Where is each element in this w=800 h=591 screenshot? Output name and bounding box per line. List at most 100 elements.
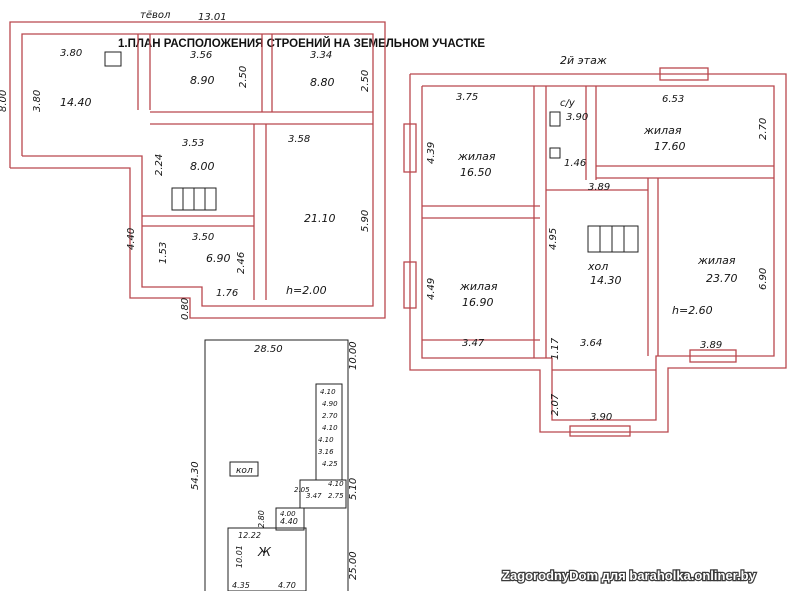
room-dim: 1.76 (216, 288, 238, 299)
room-area: 8.90 (190, 74, 215, 87)
room-dim: 6.90 (758, 268, 769, 290)
site-plot (204, 339, 349, 591)
sink-icon (549, 147, 561, 159)
room-dim: 3.90 (590, 412, 612, 423)
window (569, 425, 631, 437)
room-area: 8.00 (190, 160, 215, 173)
room-height: h=2.00 (286, 284, 327, 297)
plot-house-dim: 12.22 (238, 531, 261, 540)
room-area: 21.10 (304, 212, 336, 225)
outbuilding-dim: 2.75 (328, 492, 344, 500)
plot-dim: 28.50 (254, 344, 283, 355)
room-dim: 2.50 (238, 66, 249, 88)
plot-house (227, 527, 307, 591)
room-area: 17.60 (654, 140, 686, 153)
ground-top-label: тёвол (140, 10, 171, 21)
room-area: 14.40 (60, 96, 92, 109)
room-dim: 3.58 (288, 134, 310, 145)
watermark: ZagorodnyDom для baraholka.onliner.by (502, 568, 757, 583)
room-area: 16.50 (460, 166, 492, 179)
room-area: 6.90 (206, 252, 231, 265)
plot-bottom-dim: 4.70 (278, 581, 296, 590)
room-dim: 4.49 (426, 278, 437, 300)
outbuilding-dim: 4.25 (322, 460, 338, 468)
room-name: жилая (457, 150, 496, 163)
ground-lower-dim: 0.80 (180, 298, 191, 320)
outbuilding-dim: 2.70 (322, 412, 338, 420)
plot-dim: 54.30 (190, 461, 201, 490)
room-height: h=2.60 (672, 304, 713, 317)
room-dim: 3.34 (310, 50, 332, 61)
room-name: жилая (459, 280, 498, 293)
room-dim: 3.56 (190, 50, 212, 61)
second-floor-plan (403, 67, 787, 437)
second-floor-inner-wall (421, 85, 775, 421)
page-title: 1.ПЛАН РАСПОЛОЖЕНИЯ СТРОЕНИЙ НА ЗЕМЕЛЬНО… (118, 37, 485, 50)
room-dim: 3.89 (588, 182, 610, 193)
plot-bottom-dim: 4.35 (232, 581, 250, 590)
window (659, 67, 709, 81)
room-dim: 3.80 (60, 48, 82, 59)
ground-floor-inner-wall (21, 33, 374, 307)
plot-dim: 5.10 (348, 478, 359, 500)
room-dim: 1.17 (550, 337, 561, 360)
ground-top-label: 13.01 (198, 12, 227, 23)
room-name: жилая (697, 254, 736, 267)
outbuilding-dim: 4.10 (320, 388, 336, 396)
plot-house-dim: 4.40 (280, 517, 298, 526)
room-name: хол (587, 260, 608, 273)
outbuilding-dim: 4.10 (322, 424, 338, 432)
second-staircase (587, 225, 639, 253)
room-name: жилая (643, 124, 682, 137)
ground-left-dim: 3.80 (32, 90, 43, 112)
plot-house-dim: 2.80 (257, 510, 266, 528)
room-dim: 4.39 (426, 142, 437, 164)
window (689, 349, 737, 363)
ground-floor-outer-wall (9, 21, 386, 319)
room-area: 14.30 (590, 274, 622, 287)
outbuilding (299, 479, 347, 509)
plot-dim: 25.00 (348, 551, 359, 580)
stove-icon (104, 51, 122, 67)
room-dim: 1.53 (158, 242, 169, 264)
well-icon (229, 461, 259, 477)
room-area: 16.90 (462, 296, 494, 309)
room-dim: 4.95 (548, 228, 559, 250)
room-dim: 3.64 (580, 338, 602, 349)
room-dim: 3.75 (456, 92, 478, 103)
room-dim: 3.89 (700, 340, 722, 351)
window (403, 123, 417, 173)
second-floor-outer-wall (409, 73, 787, 433)
outbuilding-dim: 4.90 (322, 400, 338, 408)
room-dim: 2.50 (360, 70, 371, 92)
room-dim: 5.90 (360, 210, 371, 232)
outbuilding (275, 507, 305, 531)
plot-dim: 10.00 (348, 341, 359, 370)
room-dim: 3.50 (192, 232, 214, 243)
plot-house-dim: 10.01 (235, 545, 244, 568)
room-dim: 3.53 (182, 138, 204, 149)
room-dim: 2.70 (758, 118, 769, 140)
outbuilding-dim: 4.10 (318, 436, 334, 444)
room-name: с/у (560, 98, 576, 109)
room-dim: 6.53 (662, 94, 684, 105)
ground-left-dim: 8.00 (0, 90, 9, 112)
room-dim: 3.47 (462, 338, 485, 349)
room-dim: 1.46 (564, 158, 586, 169)
room-dim: 2.07 (550, 393, 561, 416)
outbuilding-dim: 3.16 (318, 448, 334, 456)
outbuilding-dim: 4.10 (328, 480, 344, 488)
plot-house-label: Ж (257, 545, 272, 559)
room-dim: 2.24 (154, 154, 165, 176)
outbuilding-dim: 3.47 (306, 492, 322, 500)
room-area: 23.70 (706, 272, 738, 285)
room-area: 3.90 (566, 112, 588, 123)
outbuilding-dim: 4.00 (280, 510, 296, 518)
plot-boundary (204, 339, 349, 591)
toilet-icon (549, 111, 561, 127)
second-floor-heading: 2й этаж (560, 54, 607, 67)
room-area: 8.80 (310, 76, 335, 89)
ground-lower-dim: 4.40 (126, 228, 137, 250)
